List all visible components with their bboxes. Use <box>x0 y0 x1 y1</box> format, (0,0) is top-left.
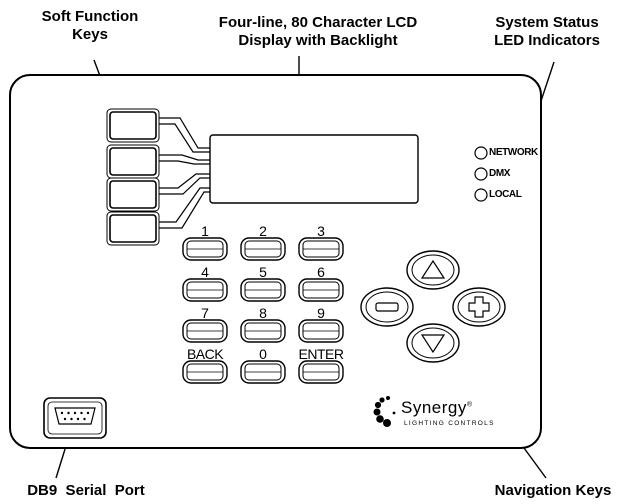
brand-name: Synergy® <box>401 398 473 418</box>
minus-icon <box>375 302 399 312</box>
lcd-display <box>209 134 419 204</box>
db9-serial-port[interactable] <box>43 397 107 439</box>
callout-lcd-line1: Four-line, 80 Character LCD <box>218 14 418 31</box>
key-1[interactable] <box>182 237 228 261</box>
led-local <box>474 188 488 202</box>
key-7[interactable] <box>182 319 228 343</box>
callout-db9-serial-port: DB9 Serial Port <box>27 482 145 499</box>
callout-status-line2: LED Indicators <box>494 32 600 49</box>
callout-navigation-keys: Navigation Keys <box>494 482 612 499</box>
nav-up-button[interactable] <box>406 250 460 290</box>
soft-key-4[interactable] <box>106 211 160 246</box>
key-label-1: 1 <box>201 223 209 239</box>
callout-status-leds: System Status LED Indicators <box>472 14 622 50</box>
key-3[interactable] <box>298 237 344 261</box>
key-2[interactable] <box>240 237 286 261</box>
triangle-down-icon <box>420 334 446 354</box>
led-dmx <box>474 167 488 181</box>
led-label-dmx: DMX <box>489 168 511 179</box>
leader-serial <box>55 445 67 479</box>
nav-down-button[interactable] <box>406 323 460 363</box>
callout-soft-function-keys: Soft Function Keys <box>30 8 150 44</box>
plus-icon <box>468 296 490 318</box>
callout-status-line1: System Status <box>495 14 599 31</box>
callout-soft-function-keys-line2: Keys <box>72 26 108 43</box>
key-label-7: 7 <box>201 305 209 321</box>
soft-key-3[interactable] <box>106 177 160 212</box>
brand-name-text: Synergy <box>401 398 467 417</box>
led-label-network: NETWORK <box>489 147 538 158</box>
key-label-back: BACK <box>186 346 224 362</box>
panel-body <box>9 74 542 449</box>
key-label-0: 0 <box>259 346 267 362</box>
callout-soft-function-keys-line1: Soft Function <box>41 8 139 25</box>
synergy-logo-icon <box>373 396 396 427</box>
nav-plus-button[interactable] <box>452 287 506 327</box>
key-6[interactable] <box>298 278 344 302</box>
leader-nav <box>523 447 547 479</box>
key-8[interactable] <box>240 319 286 343</box>
key-0[interactable] <box>240 360 286 384</box>
key-back[interactable] <box>182 360 228 384</box>
key-label-8: 8 <box>259 305 267 321</box>
leader-soft-keys <box>93 59 101 77</box>
triangle-up-icon <box>420 259 446 279</box>
key-4[interactable] <box>182 278 228 302</box>
key-label-4: 4 <box>201 264 209 280</box>
key-enter[interactable] <box>298 360 344 384</box>
key-label-2: 2 <box>259 223 267 239</box>
soft-key-2[interactable] <box>106 144 160 179</box>
soft-key-traces <box>159 117 210 229</box>
key-9[interactable] <box>298 319 344 343</box>
callout-lcd-line2: Display with Backlight <box>238 32 398 49</box>
key-label-5: 5 <box>259 264 267 280</box>
db9-connector-icon <box>54 407 96 425</box>
key-5[interactable] <box>240 278 286 302</box>
nav-minus-button[interactable] <box>360 287 414 327</box>
brand-registered-mark: ® <box>466 401 473 409</box>
key-label-6: 6 <box>317 264 325 280</box>
led-network <box>474 146 488 160</box>
led-label-local: LOCAL <box>489 189 522 200</box>
brand-tagline: LIGHTING CONTROLS <box>404 420 495 427</box>
key-label-9: 9 <box>317 305 325 321</box>
key-label-enter: ENTER <box>298 346 344 362</box>
soft-key-1[interactable] <box>106 108 160 143</box>
callout-lcd-display: Four-line, 80 Character LCD Display with… <box>208 14 428 50</box>
key-label-3: 3 <box>317 223 325 239</box>
